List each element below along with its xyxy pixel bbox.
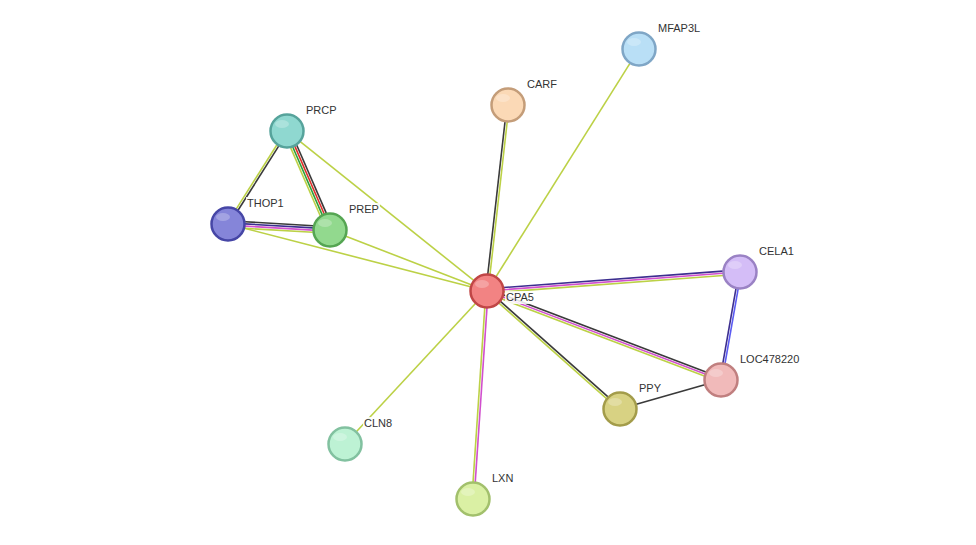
- evidence-line: [503, 297, 705, 374]
- node-label: CLN8: [363, 417, 393, 430]
- node-disc: [604, 393, 637, 426]
- evidence-line: [291, 148, 320, 216]
- protein-node: CELA1: [722, 254, 758, 290]
- node-gloss: [333, 433, 347, 441]
- protein-node: MFAP3L: [621, 31, 657, 67]
- node-label: CELA1: [758, 245, 795, 258]
- interaction-edge: [499, 301, 608, 398]
- node-circle: [312, 212, 348, 248]
- node-gloss: [709, 369, 723, 377]
- node-disc: [705, 364, 738, 397]
- interaction-edge: [291, 145, 327, 215]
- evidence-line: [504, 273, 723, 289]
- evidence-line: [499, 303, 607, 398]
- node-circle: [269, 113, 305, 149]
- protein-node: PREP: [312, 212, 348, 248]
- evidence-line: [504, 271, 723, 287]
- interaction-edge: [723, 289, 738, 364]
- node-label: PREP: [348, 203, 380, 216]
- node-label: LOC478220: [739, 353, 800, 366]
- evidence-line: [295, 146, 324, 214]
- interaction-edge: [473, 308, 487, 482]
- node-circle: [490, 87, 526, 123]
- node-label: MFAP3L: [657, 22, 701, 35]
- protein-node: THOP1: [210, 206, 246, 242]
- node-disc: [314, 214, 347, 247]
- protein-node: CPA5: [469, 273, 505, 309]
- evidence-line: [725, 289, 738, 364]
- evidence-line: [488, 122, 505, 274]
- evidence-line: [244, 228, 470, 286]
- node-circle: [621, 31, 657, 67]
- evidence-line: [245, 228, 313, 232]
- node-gloss: [461, 488, 475, 496]
- evidence-line: [357, 303, 476, 431]
- node-label: THOP1: [246, 197, 285, 210]
- evidence-line: [490, 122, 507, 274]
- node-circle: [469, 273, 505, 309]
- node-gloss: [627, 38, 641, 46]
- interaction-edge: [244, 228, 470, 286]
- node-gloss: [475, 280, 489, 288]
- node-circle: [722, 254, 758, 290]
- evidence-line: [297, 145, 326, 213]
- node-label: LXN: [491, 472, 514, 485]
- evidence-line: [473, 308, 485, 482]
- interaction-edge: [504, 271, 723, 292]
- interaction-edge: [346, 236, 471, 285]
- node-gloss: [275, 120, 289, 128]
- protein-node: LOC478220: [703, 362, 739, 398]
- interaction-edge: [300, 142, 473, 281]
- node-circle: [455, 481, 491, 517]
- node-disc: [492, 89, 525, 122]
- evidence-line: [504, 275, 723, 291]
- node-disc: [457, 483, 490, 516]
- protein-node: CARF: [490, 87, 526, 123]
- node-label: CPA5: [505, 291, 535, 304]
- node-label: PPY: [638, 382, 662, 395]
- node-gloss: [216, 213, 230, 221]
- node-disc: [623, 33, 656, 66]
- node-circle: [327, 426, 363, 462]
- interaction-edge: [502, 295, 706, 376]
- evidence-line: [346, 236, 471, 285]
- node-circle: [703, 362, 739, 398]
- evidence-line: [475, 308, 487, 482]
- evidence-line: [300, 142, 473, 281]
- protein-node: PRCP: [269, 113, 305, 149]
- node-circle: [602, 391, 638, 427]
- protein-node: PPY: [602, 391, 638, 427]
- node-gloss: [318, 219, 332, 227]
- protein-node: CLN8: [327, 426, 363, 462]
- node-disc: [471, 275, 504, 308]
- node-disc: [724, 256, 757, 289]
- evidence-line: [500, 301, 608, 396]
- interaction-edge: [245, 222, 313, 233]
- node-circle: [210, 206, 246, 242]
- node-disc: [329, 428, 362, 461]
- interaction-edge: [357, 303, 476, 431]
- evidence-line: [723, 289, 736, 364]
- evidence-line: [502, 299, 704, 376]
- node-disc: [212, 208, 245, 241]
- evidence-line: [293, 147, 322, 215]
- node-gloss: [496, 94, 510, 102]
- interaction-edge: [488, 122, 507, 274]
- node-label: PRCP: [305, 104, 338, 117]
- node-gloss: [728, 261, 742, 269]
- node-gloss: [608, 398, 622, 406]
- node-label: CARF: [526, 78, 558, 91]
- protein-node: LXN: [455, 481, 491, 517]
- node-disc: [271, 115, 304, 148]
